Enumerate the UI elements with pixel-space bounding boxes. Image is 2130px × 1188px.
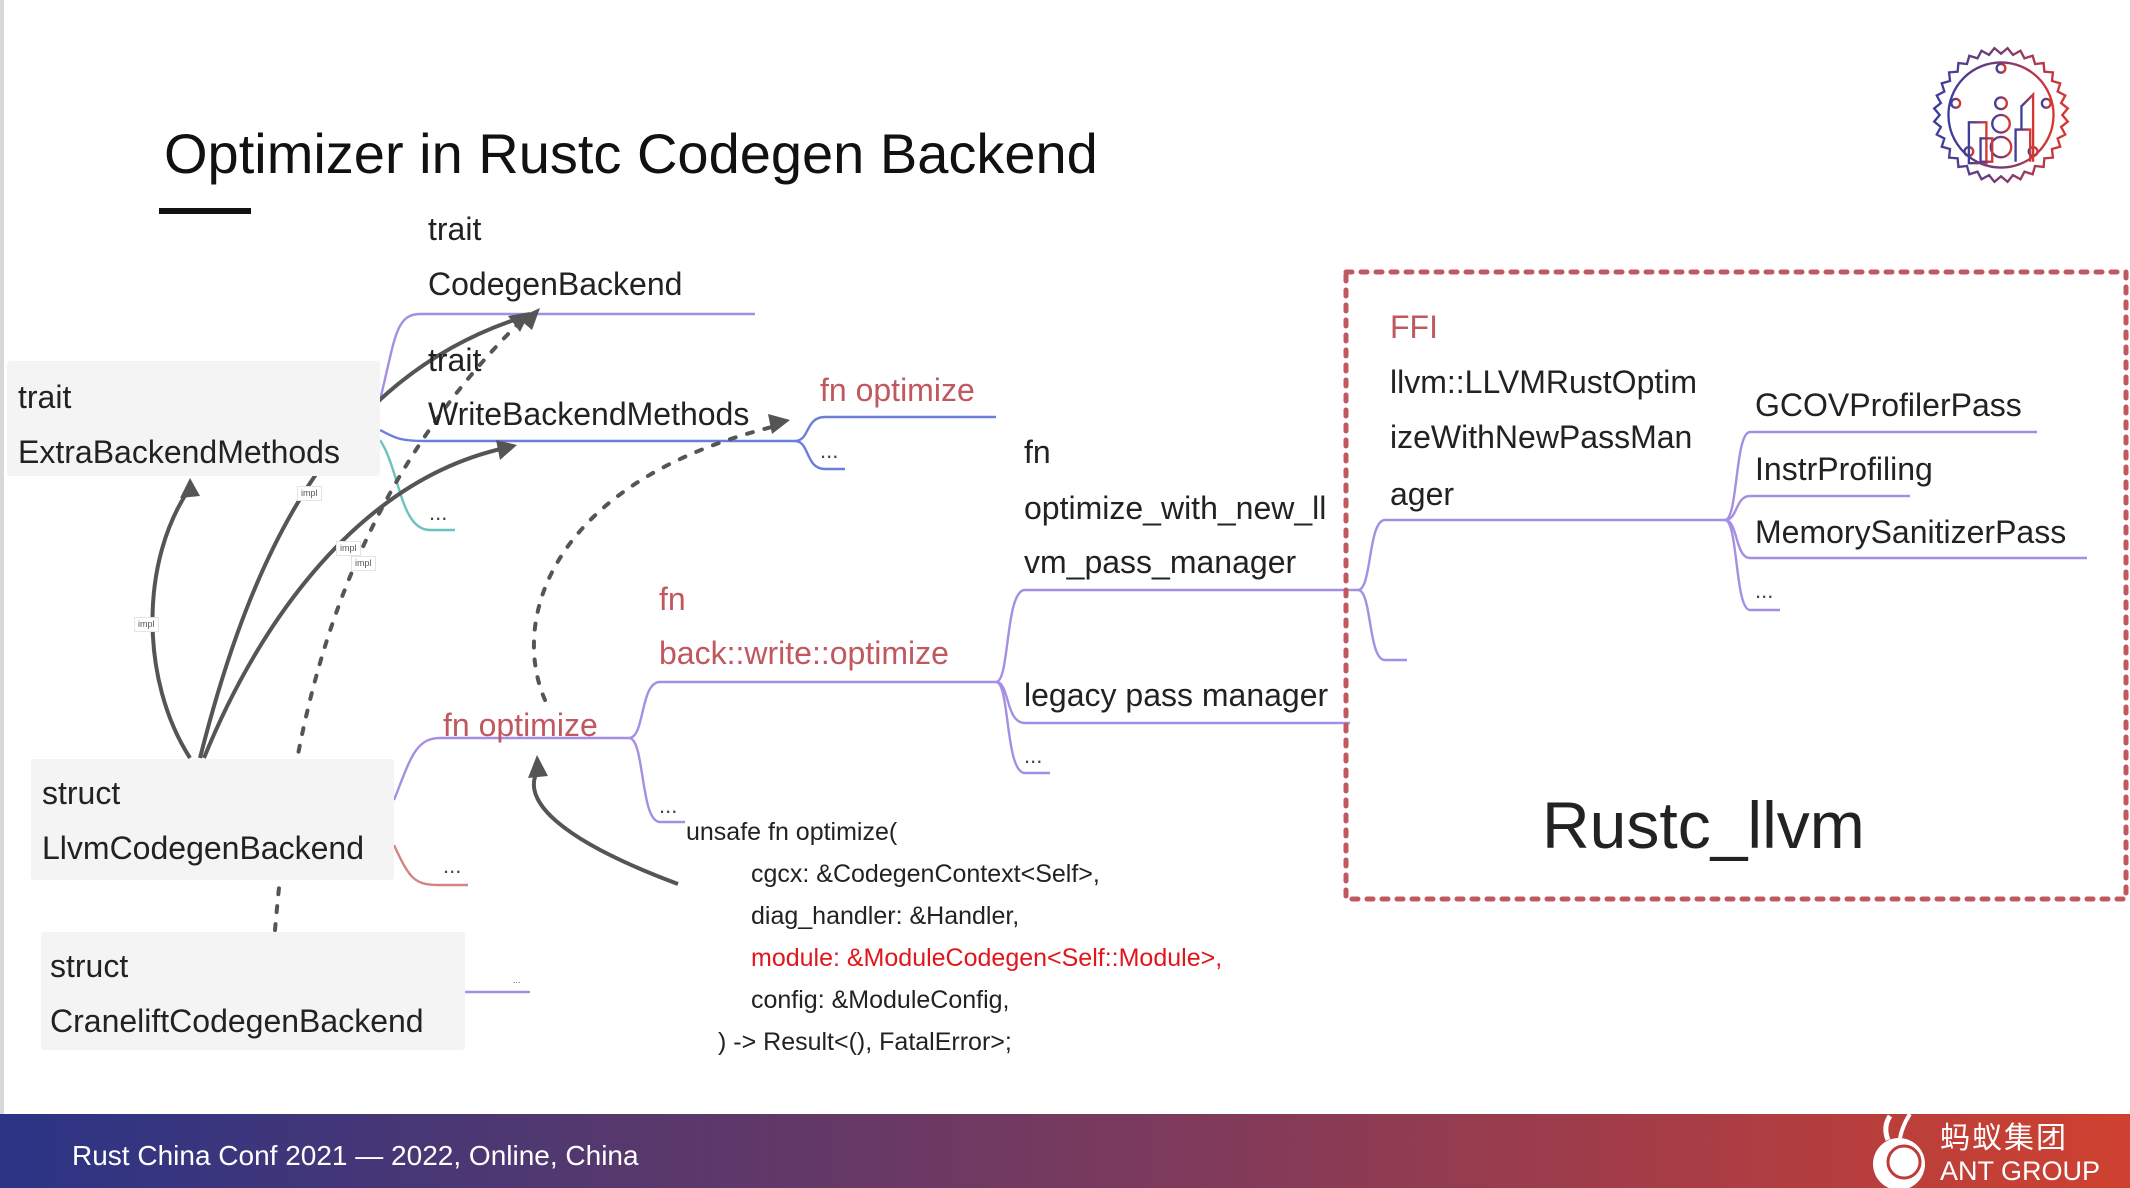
branch-llvm-optimize (392, 736, 629, 801)
impl-label: impl (134, 617, 159, 632)
node-kind: struct (50, 948, 129, 984)
impl-label: impl (351, 556, 376, 571)
node-codegen-backend[interactable]: CodegenBackend (428, 266, 683, 302)
arrowhead-fn-optimize (768, 414, 790, 434)
arrowhead-cranelift (518, 308, 540, 330)
ffi-label: FFI (1390, 309, 1438, 345)
arrowhead-call (528, 755, 548, 778)
arrowhead-extra (180, 478, 200, 498)
brand-english: ANT GROUP (1940, 1156, 2101, 1186)
node-new-pm-line: fn (1024, 434, 1051, 470)
impl-label: impl (297, 486, 322, 501)
arrowhead-write (496, 440, 517, 460)
branch-ffi-more (1357, 588, 1407, 662)
node-llvm-fn-optimize[interactable]: fn optimize (443, 707, 598, 743)
rust-gear-skyline-logo-icon (1932, 46, 2070, 184)
node-pm-more: ... (1024, 743, 1043, 768)
node-new-pm-line[interactable]: vm_pass_manager (1024, 544, 1297, 580)
node-write-backend-kind: trait (428, 342, 482, 378)
node-kind: trait (18, 379, 72, 415)
node-llvm-more: ... (443, 853, 462, 878)
title-underline (159, 208, 251, 214)
node-write-fn-optimize[interactable]: fn optimize (820, 372, 975, 408)
node-pass-instr[interactable]: InstrProfiling (1755, 451, 1933, 487)
node-extra-more: ... (429, 500, 448, 525)
node-write-more: ... (820, 438, 839, 463)
footer-bar (0, 1114, 2130, 1188)
impl-label: impl (336, 541, 361, 556)
branch-new-pm (995, 588, 1358, 684)
node-pass-gcov[interactable]: GCOVProfilerPass (1755, 387, 2022, 423)
node-back-write-optimize[interactable]: back::write::optimize (659, 635, 949, 671)
branch-ffi (1357, 518, 1725, 592)
code-line: config: &ModuleConfig, (751, 986, 1010, 1014)
node-kind: struct (42, 775, 121, 811)
node-pass-more: ... (1755, 578, 1774, 603)
node-back-write-more: ... (659, 793, 678, 818)
slide-left-edge (0, 0, 4, 1114)
node-legacy-pass-manager[interactable]: legacy pass manager (1024, 677, 1329, 713)
node-back-write-kind: fn (659, 581, 686, 617)
node-pass-msan[interactable]: MemorySanitizerPass (1755, 514, 2067, 550)
code-line: diag_handler: &Handler, (751, 902, 1020, 930)
node-cranelift-codegen-backend[interactable]: struct CraneliftCodegenBackend (41, 932, 465, 1050)
node-name: LlvmCodegenBackend (42, 830, 364, 866)
code-line: unsafe fn optimize( (686, 818, 898, 846)
slide-title: Optimizer in Rustc Codegen Backend (164, 122, 1098, 185)
code-line: cgcx: &CodegenContext<Self>, (751, 860, 1100, 888)
node-ffi-fn-line[interactable]: ager (1390, 476, 1455, 512)
crate-name-rustc-llvm: Rustc_llvm (1542, 788, 1865, 862)
node-write-backend-methods[interactable]: WriteBackendMethods (428, 396, 750, 432)
node-name: CraneliftCodegenBackend (50, 1003, 424, 1039)
node-new-pm-line[interactable]: optimize_with_new_ll (1024, 490, 1327, 526)
brand-chinese: 蚂蚁集团 (1940, 1121, 2068, 1156)
node-codegen-backend-kind: trait (428, 211, 482, 247)
branch-back-write (628, 680, 996, 740)
code-line: ) -> Result<(), FatalError>; (718, 1028, 1012, 1056)
node-extra-backend-methods[interactable]: trait ExtraBackendMethods (7, 361, 380, 476)
node-llvm-codegen-backend[interactable]: struct LlvmCodegenBackend (31, 759, 394, 880)
node-cranelift-more: ... (513, 975, 521, 985)
call-arrow-optimize (531, 768, 679, 886)
node-ffi-fn-line[interactable]: izeWithNewPassMan (1390, 419, 1693, 455)
code-line-highlighted: module: &ModuleCodegen<Self::Module>, (751, 944, 1223, 972)
arrowhead-codegen (508, 312, 530, 332)
ant-group-logo-icon (1873, 1114, 1925, 1188)
node-name: ExtraBackendMethods (18, 434, 340, 470)
footer-text: Rust China Conf 2021 — 2022, Online, Chi… (72, 1140, 639, 1171)
node-ffi-fn-line[interactable]: llvm::LLVMRustOptim (1390, 364, 1698, 400)
